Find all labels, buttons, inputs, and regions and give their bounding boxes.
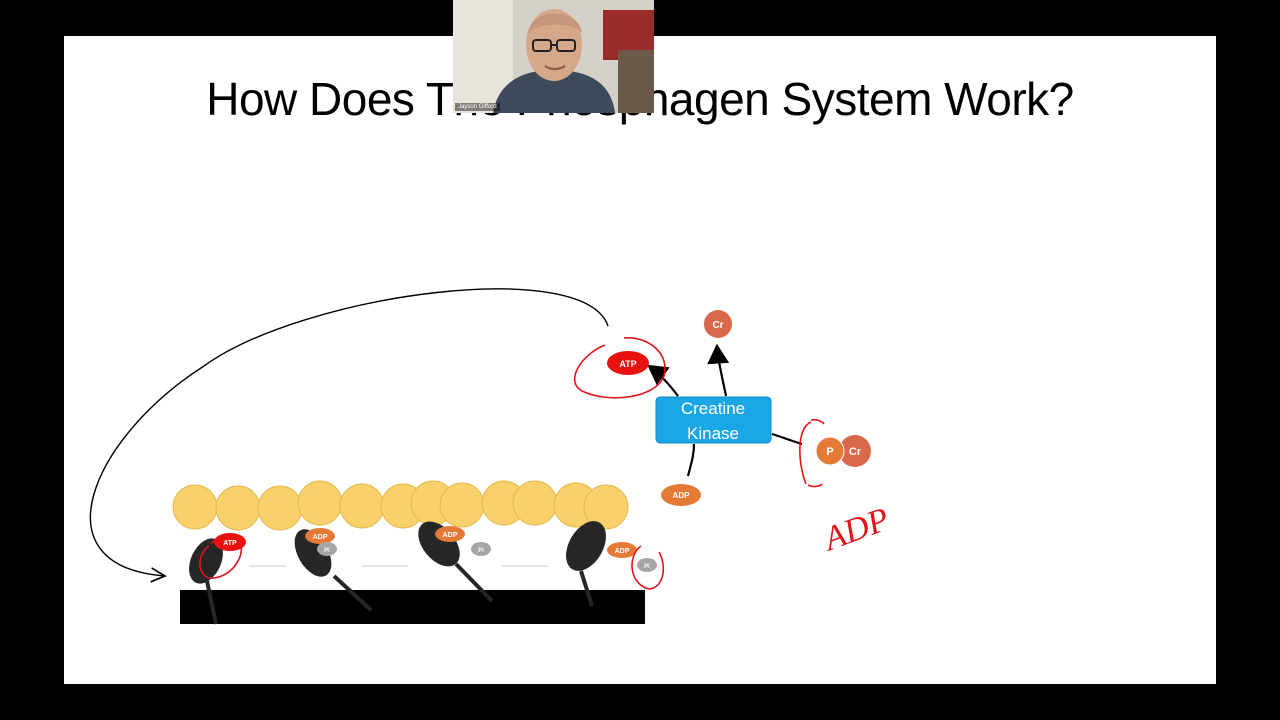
myosin-head-4 [566, 521, 606, 607]
actin-filament [172, 480, 629, 531]
pi-on-myosin-2: Pi [324, 548, 330, 554]
slide: How Does The Phosphagen System Work? [64, 36, 1216, 684]
creatine-kinase-box [655, 396, 772, 444]
adp-input-line [686, 443, 696, 477]
arrow-to-atp [647, 364, 679, 397]
pi-on-myosin-4: Pi [644, 564, 650, 570]
adp-on-myosin-2: ADP [313, 534, 328, 541]
webcam-video-tile[interactable]: Jayson Gifford [453, 0, 654, 113]
cr-bound: Cr [849, 446, 862, 458]
adp-on-myosin-3: ADP [443, 532, 458, 539]
phosphagen-diagram: ATP ADP Pi ADP Pi ADP Pi Creatine Kinase… [89, 288, 894, 625]
myosin-head-1 [189, 538, 223, 625]
cr-product: Cr [712, 320, 723, 331]
thick-filament [180, 590, 645, 624]
enzyme-label-line2: Kinase [687, 424, 739, 443]
return-arrow [89, 288, 609, 576]
adp-on-myosin-4: ADP [615, 548, 630, 555]
participant-name: Jayson Gifford [455, 103, 500, 111]
phosphate: P [826, 446, 833, 458]
atp-product: ATP [619, 359, 636, 369]
enzyme-label-line1: Creatine [681, 399, 745, 418]
pcr-input-line [771, 432, 803, 446]
atp-on-myosin: ATP [223, 540, 237, 547]
presenter-video [453, 0, 654, 113]
ink-annotations [199, 337, 825, 590]
handwritten-adp-note: ADP [817, 501, 894, 559]
arrow-to-cr [707, 343, 730, 397]
pi-on-myosin-3: Pi [478, 548, 484, 554]
adp-substrate: ADP [673, 491, 691, 500]
